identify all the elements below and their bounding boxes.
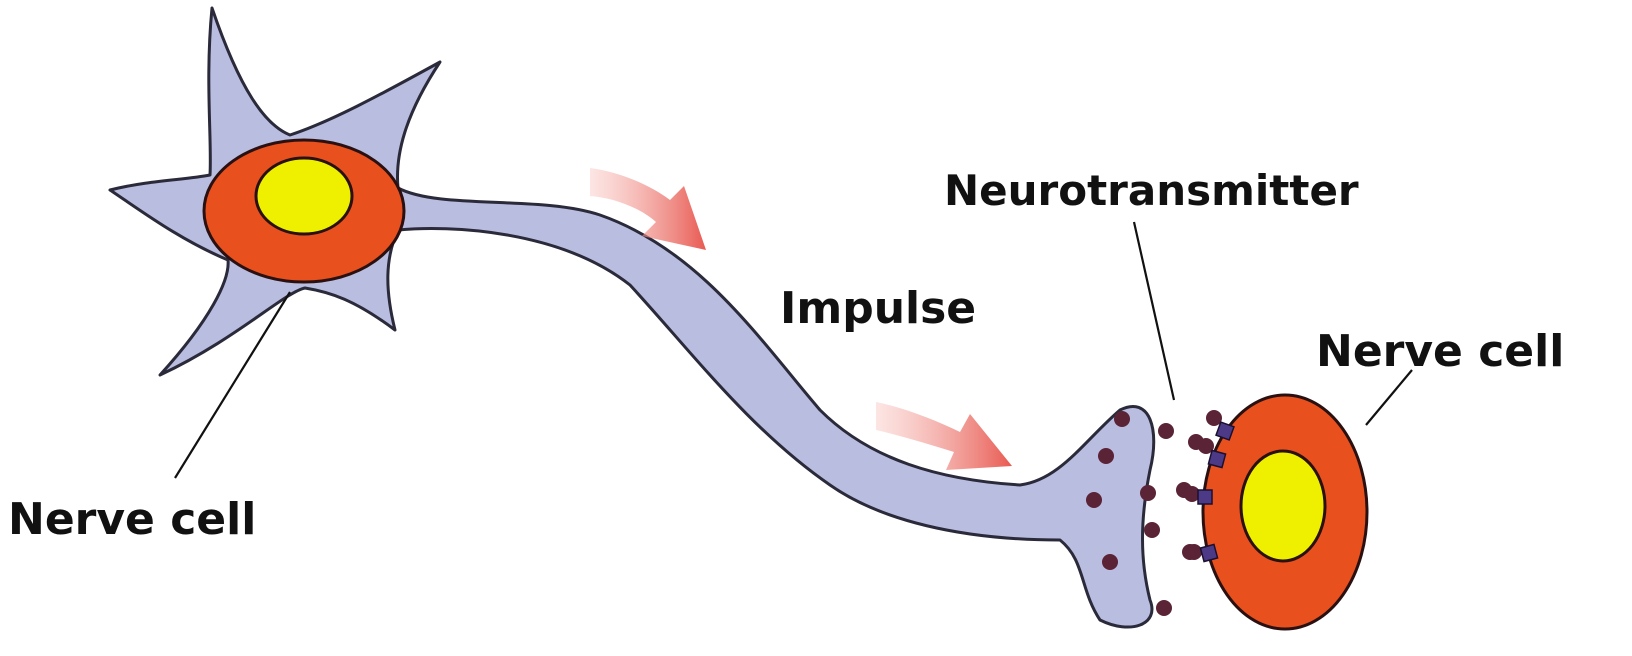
molecule [1156, 600, 1172, 616]
label-nerve-cell-right: Nerve cell [1316, 330, 1564, 374]
molecule [1140, 485, 1156, 501]
right-nucleus [1241, 451, 1325, 561]
leader-line-neurotransmitter [1134, 222, 1174, 400]
vesicle [1098, 448, 1114, 464]
receptor [1198, 490, 1212, 504]
label-nerve-cell-left: Nerve cell [8, 498, 256, 542]
molecule [1144, 522, 1160, 538]
receptor [1200, 544, 1217, 561]
leader-line-right [1366, 370, 1412, 425]
vesicle [1114, 411, 1130, 427]
bound-molecule [1186, 544, 1202, 560]
vesicle [1086, 492, 1102, 508]
molecule [1158, 423, 1174, 439]
vesicle [1102, 554, 1118, 570]
receptor [1208, 450, 1225, 467]
label-impulse: Impulse [780, 287, 976, 331]
label-neurotransmitter: Neurotransmitter [944, 170, 1359, 212]
left-neuron-membrane [110, 8, 1154, 627]
left-nucleus [256, 158, 352, 234]
